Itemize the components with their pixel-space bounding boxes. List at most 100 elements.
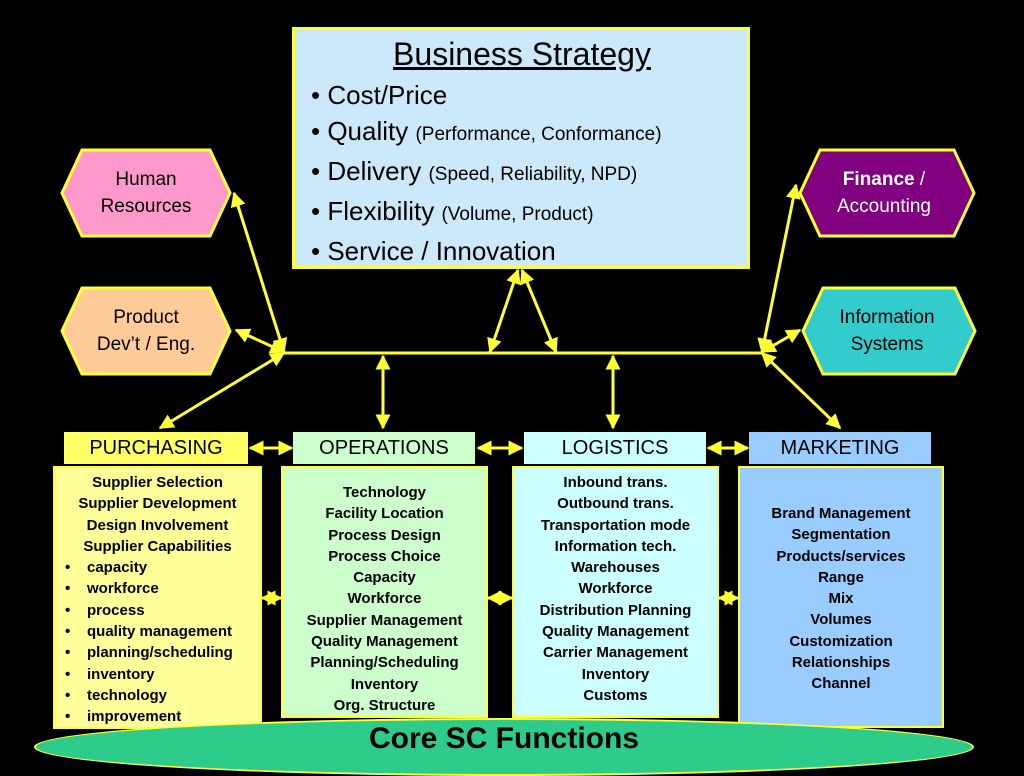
operations-list: Technology Facility Location Process Des… [287, 482, 482, 716]
list-item: • improvement [59, 706, 256, 727]
arrow-marketing [760, 351, 842, 430]
business-strategy-box: Business Strategy • Cost/Price • Quality… [292, 27, 750, 269]
list-item: Supplier Management [306, 611, 463, 629]
list-item: • workforce [59, 578, 256, 599]
strategy-item-main: • Service / Innovation [311, 236, 556, 266]
hex-finance-accounting: Finance / Accounting [798, 148, 976, 238]
list-item: Relationships [791, 654, 891, 672]
hex-label: Product Dev’t / Eng. [96, 307, 196, 355]
bullet: • [65, 665, 71, 683]
bullet-text: capacity [87, 559, 148, 577]
list-item: Carrier Management [542, 644, 689, 662]
strategy-item: • Delivery (Speed, Reliability, NPD) [311, 153, 733, 193]
strategy-item: • Flexibility (Volume, Product) [311, 193, 733, 233]
core-functions-label: Core SC Functions [368, 722, 639, 755]
marketing-body: Brand Management Segmentation Products/s… [738, 466, 944, 728]
bullet: • [65, 623, 71, 641]
list-item: Workforce [347, 590, 422, 608]
bullet: • [65, 708, 71, 726]
strategy-item-sub: (Speed, Reliability, NPD) [428, 164, 638, 185]
list-item: Inbound trans. [563, 474, 668, 491]
list-item: Process Choice [328, 547, 441, 565]
list-item: • process [59, 600, 256, 621]
bullet-text: workforce [87, 580, 159, 598]
list-item: Supplier Development [78, 495, 237, 513]
bullet-text: improvement [87, 708, 182, 726]
arrow-hr [230, 191, 288, 354]
list-item: • capacity [59, 557, 256, 578]
arrow-strategy-right [520, 268, 558, 354]
hex-label: Information Systems [839, 307, 935, 355]
list-item: Outbound trans. [557, 495, 674, 513]
list-item: Inventory [581, 665, 650, 683]
operations-body: Technology Facility Location Process Des… [281, 466, 488, 718]
list-item: Supplier Capabilities [83, 537, 232, 555]
strategy-item-main: • Cost/Price [311, 80, 448, 110]
header-purchasing: PURCHASING [64, 432, 248, 464]
list-item: Mix [828, 590, 854, 608]
arrow-info [760, 328, 802, 354]
logistics-list: Inbound trans. Outbound trans. Transport… [518, 472, 713, 706]
list-item: Technology [342, 484, 427, 501]
strategy-item: • Cost/Price [311, 77, 733, 113]
hex-label: Human Resources [100, 169, 192, 217]
bullet-text: technology [87, 686, 168, 704]
bullet-text: planning/scheduling [87, 644, 233, 662]
strategy-item: • Quality (Performance, Conformance) [311, 113, 733, 153]
strategy-list: • Cost/Price • Quality (Performance, Con… [311, 77, 733, 269]
list-item: Capacity [353, 569, 416, 587]
hex-product-development: Product Dev’t / Eng. [60, 286, 232, 376]
bullet: • [65, 580, 71, 598]
list-item: • planning/scheduling [59, 642, 256, 663]
strategy-item-main: • Flexibility [311, 196, 435, 226]
list-item: Org. Structure [333, 696, 436, 714]
list-item: • quality management [59, 621, 256, 642]
strategy-item-main: • Quality [311, 116, 409, 146]
list-item: Customization [789, 632, 893, 650]
list-item: Brand Management [771, 505, 911, 522]
marketing-list: Brand Management Segmentation Products/s… [744, 503, 938, 695]
list-item: Inventory [350, 675, 419, 693]
logistics-body: Inbound trans. Outbound trans. Transport… [512, 466, 719, 718]
list-item: Range [818, 568, 864, 586]
list-item: •technology [59, 685, 256, 706]
bullet: • [65, 644, 71, 662]
header-operations: OPERATIONS [293, 432, 475, 464]
bullet: • [65, 601, 71, 619]
strategy-item: • Service / Innovation [311, 233, 733, 269]
hex-label-bold: Finance [842, 169, 915, 190]
arrow-finance [757, 183, 801, 354]
bullet-text: inventory [87, 665, 155, 683]
list-item: Process Design [328, 526, 441, 544]
arrow-strategy-left [487, 268, 521, 354]
arrow-product [234, 328, 286, 354]
bullet-text: quality management [87, 623, 233, 641]
list-item: Quality Management [311, 633, 458, 651]
strategy-item-sub: (Volume, Product) [441, 204, 594, 225]
header-marketing: MARKETING [749, 432, 931, 464]
list-item: Channel [811, 675, 871, 693]
list-item: Facility Location [325, 505, 444, 523]
list-item: Products/services [776, 547, 906, 565]
hex-information-systems: Information Systems [801, 286, 977, 376]
bullet: • [65, 559, 71, 577]
core-functions-ellipse [34, 718, 974, 776]
list-item: Design Involvement [86, 516, 229, 534]
header-logistics: LOGISTICS [524, 432, 706, 464]
strategy-title: Business Strategy [393, 36, 651, 72]
list-item: Volumes [810, 611, 872, 629]
strategy-item-main: • Delivery [311, 156, 422, 186]
list-item: Customs [583, 686, 648, 704]
list-item: Distribution Planning [539, 601, 692, 619]
list-item: Information tech. [554, 537, 677, 555]
purchasing-body: Supplier Selection Supplier Development … [53, 466, 262, 729]
list-item: Quality Management [542, 623, 689, 641]
hex-label-rest: / Accounting [836, 169, 931, 217]
purchasing-list: Supplier Selection Supplier Development … [59, 472, 256, 728]
list-item: Segmentation [791, 526, 891, 544]
arrow-purchasing [158, 351, 286, 430]
bullet-text: process [87, 601, 145, 619]
hex-label: Finance / Accounting [837, 166, 931, 220]
strategy-item-sub: (Performance, Conformance) [415, 124, 662, 145]
